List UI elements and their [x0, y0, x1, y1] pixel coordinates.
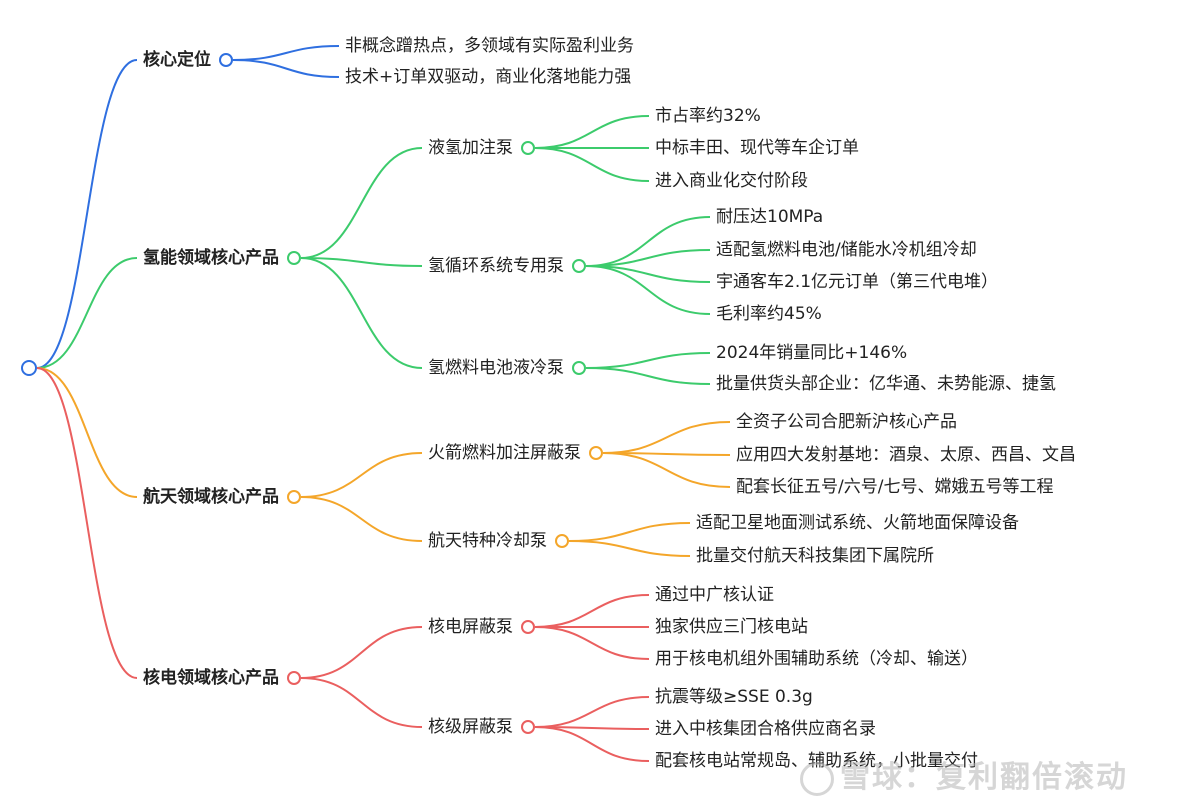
leaf: 适配氢燃料电池/储能水冷机组冷却 — [716, 240, 977, 260]
leaf: 进入中核集团合格供应商名录 — [655, 719, 876, 739]
collapse-dot[interactable] — [521, 141, 535, 155]
connector-line — [568, 522, 691, 542]
connector-line — [36, 257, 138, 369]
leaf: 应用四大发射基地：酒泉、太原、西昌、文昌 — [736, 445, 1076, 465]
connector-line — [585, 265, 711, 315]
product-node[interactable]: 火箭燃料加注屏蔽泵 — [428, 442, 603, 464]
snowball-logo-icon — [800, 761, 834, 796]
leaf: 市占率约32% — [655, 106, 761, 126]
connector-line — [232, 45, 340, 61]
connector-line — [232, 59, 340, 78]
connector-line — [585, 352, 711, 369]
node-label: 核电屏蔽泵 — [428, 617, 513, 637]
collapse-dot[interactable] — [572, 259, 586, 273]
watermark-text: 雪球：复利翻倍滚动 — [840, 760, 1128, 795]
collapse-dot[interactable] — [521, 720, 535, 734]
branch-hydrogen[interactable]: 氢能领域核心产品 — [143, 247, 301, 269]
product-node[interactable]: 氢循环系统专用泵 — [428, 255, 586, 277]
collapse-dot[interactable] — [219, 53, 233, 67]
node-label: 液氢加注泵 — [428, 138, 513, 158]
connector-line — [300, 677, 423, 728]
connector-line — [36, 367, 138, 498]
node-label: 氢燃料电池液冷泵 — [428, 358, 564, 378]
connector-line — [534, 115, 650, 149]
connector-line — [300, 452, 423, 498]
connector-line — [300, 626, 423, 679]
leaf: 批量供货头部企业：亿华通、未势能源、捷氢 — [716, 374, 1056, 394]
connector-line — [300, 257, 423, 369]
node-label: 氢能领域核心产品 — [143, 248, 279, 268]
leaf: 配套核电站常规岛、辅助系统，小批量交付 — [655, 751, 978, 771]
leaf: 适配卫星地面测试系统、火箭地面保障设备 — [696, 513, 1019, 533]
connector-line — [585, 367, 711, 385]
leaf: 抗震等级≥SSE 0.3g — [655, 687, 813, 707]
product-node[interactable]: 航天特种冷却泵 — [428, 530, 569, 552]
leaf: 配套长征五号/六号/七号、嫦娥五号等工程 — [736, 477, 1054, 497]
leaf: 中标丰田、现代等车企订单 — [655, 138, 859, 158]
node-label: 核心定位 — [143, 50, 211, 70]
leaf: 通过中广核认证 — [655, 585, 774, 605]
collapse-dot[interactable] — [589, 446, 603, 460]
node-label: 氢循环系统专用泵 — [428, 256, 564, 276]
collapse-dot[interactable] — [572, 361, 586, 375]
connector-line — [534, 626, 650, 660]
connector-line — [534, 726, 650, 762]
leaf: 毛利率约45% — [716, 304, 822, 324]
leaf: 全资子公司合肥新沪核心产品 — [736, 412, 957, 432]
product-node[interactable]: 液氢加注泵 — [428, 137, 535, 159]
connector-line — [534, 594, 650, 628]
leaf: 批量交付航天科技集团下属院所 — [696, 546, 934, 566]
branch-core-positioning[interactable]: 核心定位 — [143, 49, 233, 71]
leaf: 独家供应三门核电站 — [655, 617, 808, 637]
collapse-dot[interactable] — [287, 671, 301, 685]
collapse-dot[interactable] — [521, 620, 535, 634]
connector-line — [602, 452, 731, 488]
connector-line — [300, 147, 423, 259]
connector-line — [585, 249, 711, 267]
leaf: 宇通客车2.1亿元订单（第三代电堆） — [716, 272, 999, 292]
connector-line — [585, 265, 711, 283]
leaf: 用于核电机组外围辅助系统（冷却、输送） — [655, 649, 978, 669]
leaf: 2024年销量同比+146% — [716, 343, 908, 363]
leaf: 进入商业化交付阶段 — [655, 171, 808, 191]
node-label: 核电领域核心产品 — [143, 668, 279, 688]
connector-line — [585, 216, 711, 267]
connector-line — [534, 147, 650, 182]
product-node[interactable]: 核级屏蔽泵 — [428, 716, 535, 738]
connector-line — [568, 540, 691, 557]
leaf: 耐压达10MPa — [716, 207, 824, 227]
root-node[interactable] — [21, 360, 37, 376]
connector-line — [36, 59, 138, 369]
product-node[interactable]: 核电屏蔽泵 — [428, 616, 535, 638]
connector-line — [300, 496, 423, 542]
leaf: 技术+订单双驱动，商业化落地能力强 — [345, 67, 632, 87]
collapse-dot[interactable] — [287, 251, 301, 265]
branch-nuclear[interactable]: 核电领域核心产品 — [143, 667, 301, 689]
product-node[interactable]: 氢燃料电池液冷泵 — [428, 357, 586, 379]
leaf: 非概念蹭热点，多领域有实际盈利业务 — [345, 36, 634, 56]
connector-line — [300, 257, 423, 267]
node-label: 航天特种冷却泵 — [428, 531, 547, 551]
connector-line — [534, 696, 650, 728]
collapse-dot[interactable] — [555, 534, 569, 548]
node-label: 核级屏蔽泵 — [428, 717, 513, 737]
node-label: 航天领域核心产品 — [143, 487, 279, 507]
watermark: 雪球：复利翻倍滚动 — [800, 752, 1128, 796]
connector-line — [36, 367, 138, 679]
connector-line — [602, 452, 731, 456]
node-label: 火箭燃料加注屏蔽泵 — [428, 443, 581, 463]
collapse-dot[interactable] — [287, 490, 301, 504]
connector-line — [602, 421, 731, 454]
branch-aerospace[interactable]: 航天领域核心产品 — [143, 486, 301, 508]
